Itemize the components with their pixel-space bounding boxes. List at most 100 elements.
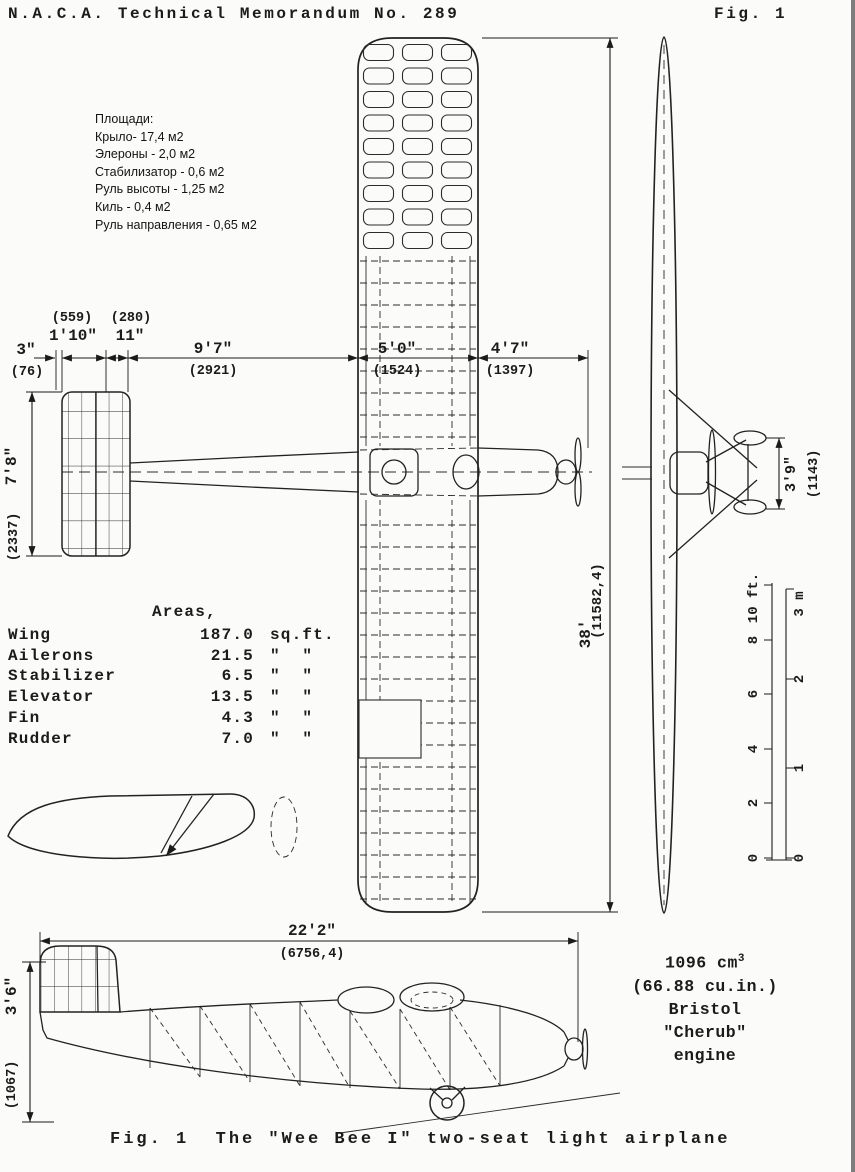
headrest-front xyxy=(381,459,407,485)
front-view-drawing xyxy=(622,36,767,914)
propeller-side xyxy=(581,1028,589,1070)
engine-model: "Cherub" xyxy=(663,1022,747,1042)
areas-annotation-russian: Площади: Крыло- 17,4 м2 Элероны - 2,0 м2… xyxy=(95,111,257,234)
ru-area-line: Стабилизатор - 0,6 м2 xyxy=(95,164,225,179)
area-unit: " " xyxy=(270,708,314,727)
scale-m-2: 2 xyxy=(792,675,808,683)
scale-m-0: 0 xyxy=(792,854,808,862)
figure-number: Fig. 1 xyxy=(714,5,788,23)
dimension-labels: (559) 1'10" (280) 11" 3" (76) 9'7" (2921… xyxy=(3,311,822,1109)
dim-tail-tip: 3" xyxy=(16,341,35,359)
headrest-rear xyxy=(452,454,480,490)
area-label: Rudder xyxy=(8,729,73,748)
area-unit: sq.ft. xyxy=(270,625,335,644)
dim-wing-chord: 5'0" xyxy=(378,340,416,358)
engine-displacement-exponent: 3 xyxy=(737,953,745,965)
area-value: 187.0 xyxy=(199,625,254,644)
engine-make: Bristol xyxy=(668,999,742,1019)
area-label: Fin xyxy=(8,708,41,727)
ru-area-line: Элероны - 2,0 м2 xyxy=(95,147,196,162)
dim-height: 3'6" xyxy=(3,977,21,1015)
dim-wing-span-mm: (11582,4) xyxy=(590,563,606,639)
wing-front-view xyxy=(650,36,678,914)
scan-edge-artifact xyxy=(851,0,855,1172)
wheel-side-view xyxy=(429,1085,465,1121)
ground-line xyxy=(339,1092,621,1134)
ru-area-line: Крыло- 17,4 м2 xyxy=(95,129,184,144)
area-value: 4.3 xyxy=(221,708,254,727)
side-view-drawing xyxy=(39,945,621,1134)
engine-cubic-inches: (66.88 cu.in.) xyxy=(632,976,778,996)
dim-wing-span: 38' xyxy=(577,620,595,649)
dim-stab-chord-mm: (559) xyxy=(52,311,93,326)
area-unit: " " xyxy=(270,667,314,686)
area-label: Wing xyxy=(8,625,52,644)
memo-title: N.A.C.A. Technical Memorandum No. 289 xyxy=(8,5,460,23)
cockpit-opening xyxy=(369,448,419,497)
engine-cowl-plan xyxy=(477,447,559,497)
cockpit-coaming-rear xyxy=(399,982,465,1012)
dim-elevator-chord-mm: (280) xyxy=(111,311,152,326)
plan-view-drawing xyxy=(61,37,592,913)
dim-wheel-track: 3'9" xyxy=(783,456,800,492)
areas-row: Fin 4.3 " " xyxy=(8,708,335,729)
spinner-side xyxy=(564,1037,584,1061)
dim-length-mm: (6756,4) xyxy=(280,947,345,962)
areas-row: Stabilizer 6.5 " " xyxy=(8,666,335,687)
area-label: Stabilizer xyxy=(8,667,117,686)
area-unit: " " xyxy=(270,729,314,748)
dim-tail-tip-mm: (76) xyxy=(11,365,43,380)
area-value: 13.5 xyxy=(210,688,254,707)
wing-rib-cells xyxy=(360,41,477,253)
dim-aft-fuselage-mm: (2921) xyxy=(189,364,238,379)
wingtip-detail-drawing xyxy=(7,793,298,859)
scale-ft-4: 4 xyxy=(746,745,762,753)
dim-nose-length-mm: (1397) xyxy=(486,364,535,379)
dim-stab-span-mm: (2337) xyxy=(7,513,22,562)
area-unit: " " xyxy=(270,688,314,707)
ru-area-line: Киль - 0,4 м2 xyxy=(95,199,171,214)
engine-note: 1096 cm3 (66.88 cu.in.) Bristol "Cherub"… xyxy=(620,948,790,1067)
dim-wheel-track-mm: (1143) xyxy=(807,450,822,499)
ru-area-line: Руль высоты - 1,25 м2 xyxy=(95,182,225,197)
dim-height-mm: (1067) xyxy=(5,1061,20,1110)
scale-m-3: 3 m xyxy=(792,591,808,616)
propeller-blade-upper xyxy=(574,437,582,473)
engine-displacement: 1096 cm3 xyxy=(665,953,745,973)
area-value: 7.0 xyxy=(221,729,254,748)
figure-caption: Fig. 1 The "Wee Bee I" two-seat light ai… xyxy=(110,1130,731,1149)
scale-m-1: 1 xyxy=(792,764,808,772)
area-value: 21.5 xyxy=(210,646,254,665)
areas-row: Rudder 7.0 " " xyxy=(8,729,335,750)
areas-row: Ailerons 21.5 " " xyxy=(8,646,335,667)
area-label: Ailerons xyxy=(8,646,95,665)
dim-wing-chord-mm: (1524) xyxy=(373,364,422,379)
wheel-right-front-view xyxy=(733,499,767,515)
area-value: 6.5 xyxy=(221,667,254,686)
dim-elevator-chord: 11" xyxy=(116,327,145,345)
scale-ft-2: 2 xyxy=(746,799,762,807)
scale-ft-6: 6 xyxy=(746,690,762,698)
scale-ft-8: 8 xyxy=(746,636,762,644)
area-unit: " " xyxy=(270,646,314,665)
area-label: Elevator xyxy=(8,688,95,707)
rudder-hinge-line xyxy=(96,945,99,1013)
dim-nose-length: 4'7" xyxy=(491,340,529,358)
dim-stab-chord: 1'10" xyxy=(49,327,97,345)
wing-walkway-panel xyxy=(358,699,422,759)
dimension-lines xyxy=(22,37,785,1123)
propeller-blade-lower xyxy=(574,471,582,507)
spinner-plan xyxy=(555,459,577,485)
areas-row: Wing 187.0 sq.ft. xyxy=(8,625,335,646)
areas-row: Elevator 13.5 " " xyxy=(8,687,335,708)
engine-word: engine xyxy=(673,1045,737,1065)
scale-ft-10: 10 ft. xyxy=(746,573,762,623)
wheel-left-front-view xyxy=(733,430,767,446)
scale-ft-0: 0 xyxy=(746,854,762,862)
scale-bar: 10 ft. 8 6 4 2 0 3 m 2 1 0 xyxy=(746,573,808,862)
dim-aft-fuselage: 9'7" xyxy=(194,340,232,358)
ru-areas-title: Площади: xyxy=(95,112,154,126)
